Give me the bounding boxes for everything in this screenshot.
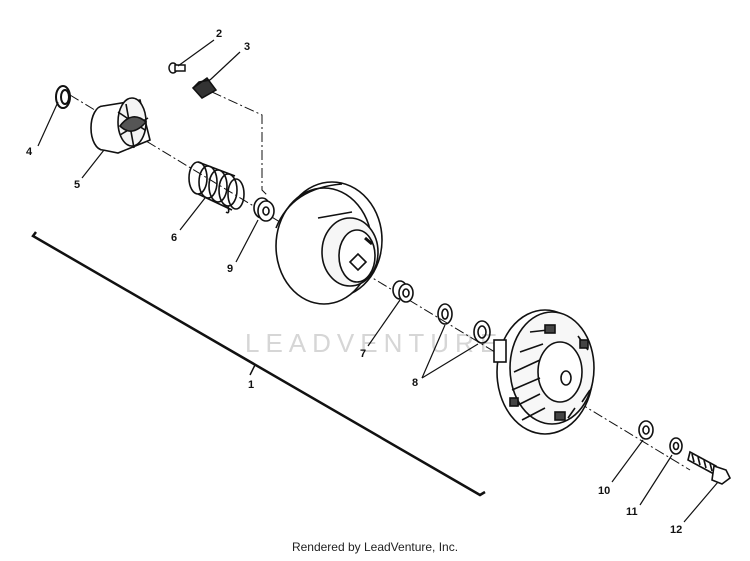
part-11-lock-washer xyxy=(669,437,683,455)
part-6-spring xyxy=(188,161,245,214)
watermark-text: LEADVENTURE xyxy=(245,328,503,358)
callout-11: 11 xyxy=(626,506,638,518)
callout-9: 9 xyxy=(227,263,233,275)
center-axis-line xyxy=(69,91,691,471)
callout-3: 3 xyxy=(244,41,250,53)
callout-2: 2 xyxy=(216,28,222,40)
callout-8: 8 xyxy=(412,377,418,389)
callout-12: 12 xyxy=(670,524,682,536)
callout-1: 1 xyxy=(248,379,254,391)
leader-lines xyxy=(37,39,719,523)
part-2-pin xyxy=(168,62,186,74)
part-9-bushing xyxy=(253,197,275,222)
callout-5: 5 xyxy=(74,179,80,191)
fixed-sheave xyxy=(493,309,595,435)
callout-4: 4 xyxy=(26,146,33,158)
part-12-bolt xyxy=(687,450,732,485)
part-5-cam xyxy=(90,97,151,154)
callout-6: 6 xyxy=(171,232,177,244)
part-8-washers xyxy=(437,303,491,344)
part-10-washer xyxy=(638,420,654,440)
part-4-snap-ring xyxy=(55,85,71,109)
part-7-bushing xyxy=(392,280,414,303)
rendered-by-footer: Rendered by LeadVenture, Inc. xyxy=(291,540,459,554)
callout-7: 7 xyxy=(360,348,366,360)
part-3-weight xyxy=(191,76,218,99)
assembly-bracket xyxy=(31,231,486,497)
callout-10: 10 xyxy=(598,485,610,497)
movable-sheave xyxy=(275,181,383,305)
